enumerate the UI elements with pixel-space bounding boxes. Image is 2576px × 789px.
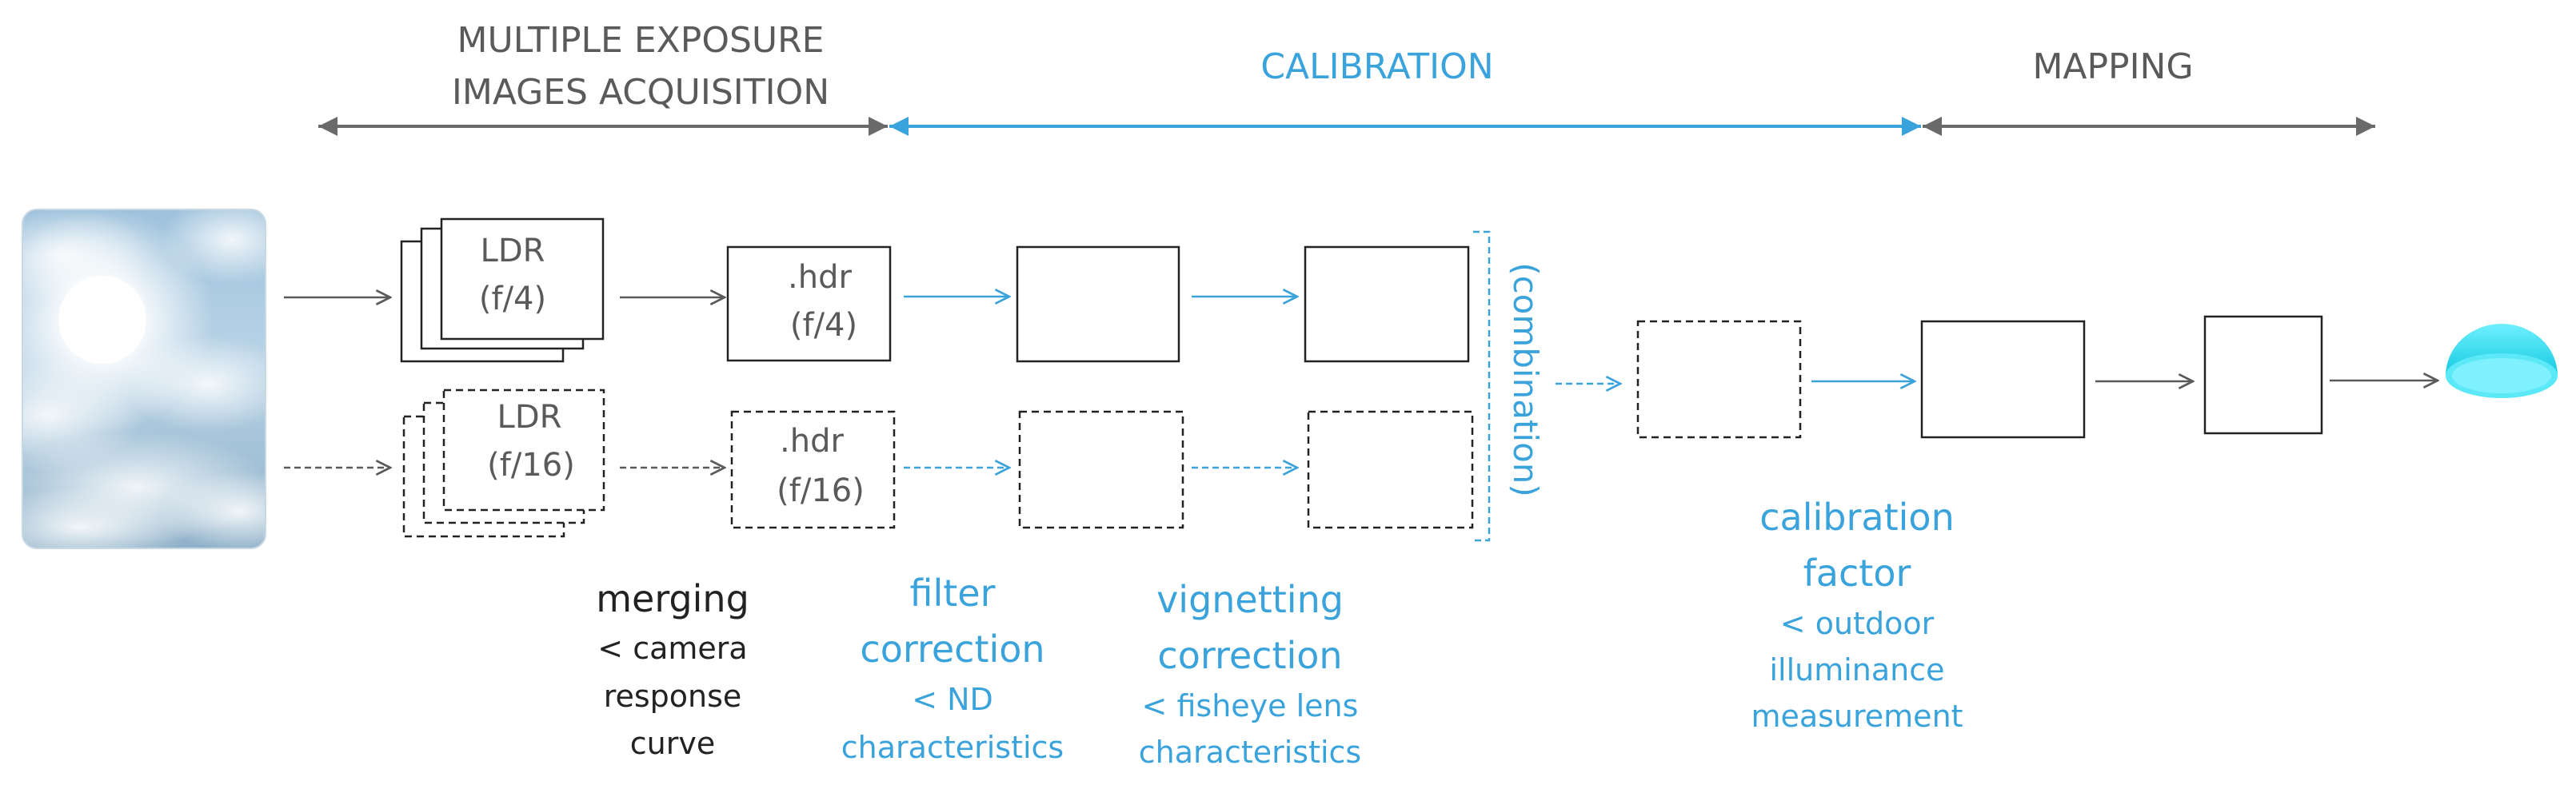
hdr-f4-label-line1: .hdr [788,259,852,296]
hdr-f4-box: .hdr (f/4) [726,245,892,362]
dome-icon [2446,324,2558,398]
filter-corrected-f4-box [1016,245,1180,363]
calibration-note-line3: measurement [1751,699,1963,734]
merging-note-line1: < camera [597,631,747,666]
ldr-f4-label-line2: (f/4) [479,281,546,317]
phase-header-acquisition: MULTIPLE EXPOSURE IMAGES ACQUISITION [318,20,888,136]
ldr-f16-label-line2: (f/16) [487,447,575,484]
merging-title: merging [596,577,749,620]
vignetting-corrected-f4-box [1304,245,1470,363]
sky-photo-icon [22,209,266,549]
phase-mapping-label: MAPPING [2032,46,2193,87]
combination-bracket: (combination) [1473,230,1545,542]
merging-annotation: merging < camera response curve [596,577,749,761]
merging-note-line3: curve [630,726,715,761]
mapped-box [2203,315,2323,435]
filter-title-line1: filter [909,572,995,615]
ldr-f16-stack: LDR (f/16) [402,389,605,538]
calibration-title-line1: calibration [1759,496,1954,539]
filter-correction-annotation: filter correction < ND characteristics [841,572,1064,765]
phase-header-mapping: MAPPING [1923,46,2375,136]
phase-acquisition-label-line2: IMAGES ACQUISITION [452,72,829,113]
vignetting-corrected-f16-box [1307,410,1474,529]
filter-title-line2: correction [860,628,1044,671]
ldr-f4-label-line1: LDR [481,233,545,269]
calibration-title-line2: factor [1803,552,1911,595]
filter-corrected-f16-box [1018,410,1184,529]
hdr-f16-label-line1: .hdr [780,423,844,460]
vignetting-correction-annotation: vignetting correction < fisheye lens cha… [1139,578,1361,770]
vignetting-title-line2: correction [1157,634,1342,677]
filter-note-line1: < ND [912,682,993,717]
vignetting-note-line1: < fisheye lens [1142,688,1359,723]
hdr-f16-label-line2: (f/16) [777,472,865,509]
hdr-f16-box: .hdr (f/16) [730,410,896,529]
ldr-f4-stack: LDR (f/4) [400,217,605,363]
calibration-factor-annotation: calibration factor < outdoor illuminance… [1751,496,1963,734]
combined-hdr-box [1636,320,1802,439]
calibrated-hdr-box [1920,320,2086,439]
vignetting-title-line1: vignetting [1156,578,1344,621]
phase-acquisition-label-line1: MULTIPLE EXPOSURE [457,20,825,61]
calibration-note-line1: < outdoor [1780,606,1935,641]
phase-calibration-label: CALIBRATION [1260,46,1493,87]
merging-note-line2: response [604,679,742,714]
combination-label: (combination) [1506,262,1545,497]
vignetting-note-line2: characteristics [1139,735,1361,770]
calibration-note-line2: illuminance [1769,652,1944,687]
ldr-f16-label-line1: LDR [497,399,562,436]
filter-note-line2: characteristics [841,730,1064,765]
phase-header-calibration: CALIBRATION [889,46,1921,136]
hdr-f4-label-line2: (f/4) [790,307,857,344]
